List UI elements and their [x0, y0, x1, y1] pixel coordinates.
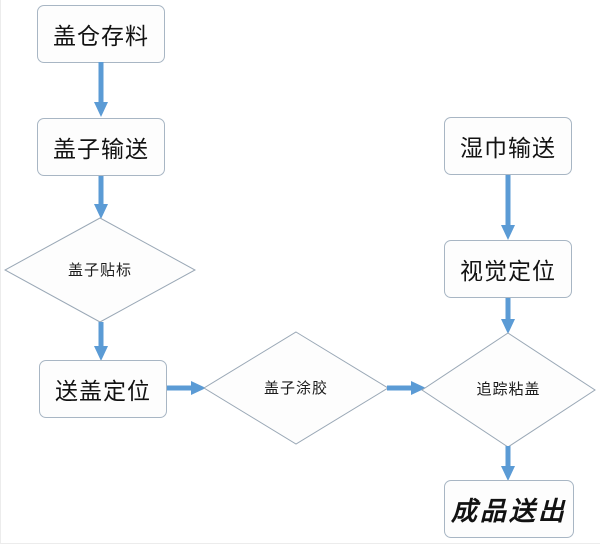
connector-n1-n2 [93, 62, 109, 118]
diamond-shape [203, 331, 389, 445]
node-shi-jue-ding-wei[interactable]: 视觉定位 [444, 240, 572, 298]
node-gai-cang-cun-liao[interactable]: 盖仓存料 [37, 5, 165, 63]
node-gai-zi-tu-jiao[interactable]: 盖子涂胶 [203, 331, 389, 445]
node-label: 盖子涂胶 [263, 379, 328, 397]
node-gai-zi-tie-biao[interactable]: 盖子贴标 [4, 217, 196, 323]
connector-n2-n3 [93, 176, 109, 220]
node-label: 成品送出 [450, 496, 567, 527]
connector-n5-n8 [387, 380, 427, 396]
node-label: 湿巾输送 [460, 136, 556, 162]
connector-n6-n7 [500, 175, 516, 241]
node-label: 盖子输送 [53, 137, 149, 163]
connector-n4-n5 [167, 380, 207, 396]
node-label: 盖子贴标 [67, 261, 132, 279]
node-label: 盖仓存料 [53, 24, 149, 50]
node-gai-zi-shu-song[interactable]: 盖子输送 [37, 118, 165, 176]
node-label: 视觉定位 [460, 259, 556, 285]
node-song-gai-ding-wei[interactable]: 送盖定位 [39, 360, 167, 418]
node-cheng-pin-song-chu[interactable]: 成品送出 [444, 480, 574, 538]
connector-n3-n4 [93, 322, 109, 362]
node-shi-jin-shu-song[interactable]: 湿巾输送 [444, 117, 572, 175]
node-zhui-zong-zhan-gai[interactable]: 追踪粘盖 [421, 332, 596, 448]
node-label: 追踪粘盖 [476, 380, 541, 398]
connector-n8-n9 [500, 446, 516, 482]
connector-n7-n8 [500, 298, 516, 335]
node-label: 送盖定位 [55, 379, 151, 405]
